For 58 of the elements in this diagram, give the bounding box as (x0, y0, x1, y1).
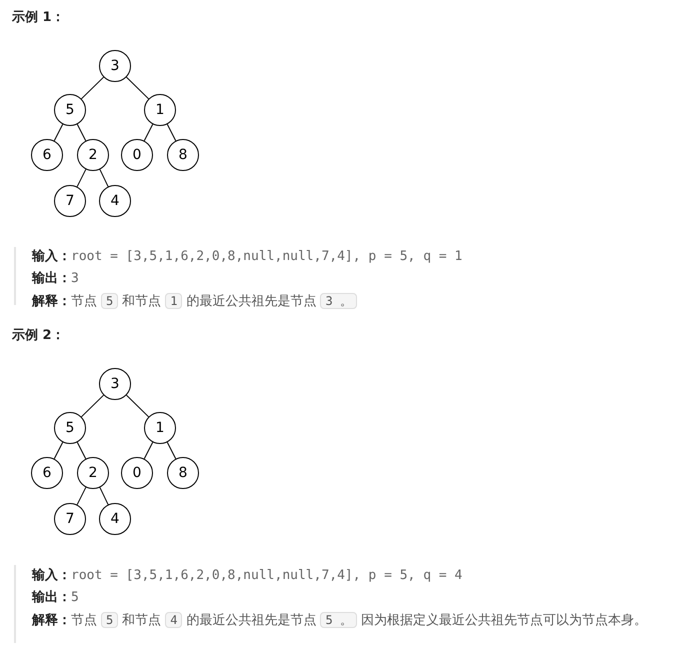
tree-node-circle: 4 (99, 185, 131, 217)
tree-edge (166, 442, 176, 460)
output-value: 5 (71, 590, 79, 605)
tree-node-circle: 6 (31, 139, 63, 171)
tree-edge (54, 124, 64, 142)
tree-edge (80, 394, 104, 418)
tree-edge (54, 442, 64, 460)
tree-node-circle: 8 (167, 139, 199, 171)
tree-node-circle: 3 (99, 50, 131, 82)
inline-code: 1 (165, 293, 182, 309)
explanation-text: 和节点 (122, 294, 162, 309)
field-label: 输出： (32, 590, 71, 605)
field-label: 解释： (32, 294, 71, 309)
tree-node-circle: 0 (121, 139, 153, 171)
tree-node-circle: 0 (121, 457, 153, 489)
tree-edge (76, 124, 86, 142)
explanation-text: 节点 (71, 613, 97, 628)
example-heading: 示例 2： (12, 328, 65, 343)
field-label: 输出： (32, 271, 71, 286)
inline-code: 5 。 (320, 612, 357, 628)
tree-edge (126, 394, 150, 418)
field-label: 输入： (32, 249, 71, 264)
tree-node-circle: 1 (144, 412, 176, 444)
tree-node-circle: 3 (99, 368, 131, 400)
field-label: 解释： (32, 613, 71, 628)
input-value: root = [3,5,1,6,2,0,8,null,null,7,4], p = 5, q = 4 (71, 568, 462, 583)
output-value: 3 (71, 271, 79, 286)
tree-node-circle: 8 (167, 457, 199, 489)
tree-edge (126, 76, 150, 100)
tree-node-circle: 7 (54, 503, 86, 535)
tree-edge (76, 442, 86, 460)
tree-node-circle: 5 (54, 94, 86, 126)
input-value: root = [3,5,1,6,2,0,8,null,null,7,4], p = 5, q = 1 (71, 249, 462, 264)
explanation-text: 的最近公共祖先是节点 (186, 294, 316, 309)
tree-node-circle: 7 (54, 185, 86, 217)
explanation-text: 因为根据定义最近公共祖先节点可以为节点本身。 (360, 613, 647, 628)
tree-node-circle: 5 (54, 412, 86, 444)
tree-node-circle: 2 (77, 139, 109, 171)
tree-edge (144, 442, 154, 460)
tree-edge (99, 168, 109, 188)
explanation-text: 的最近公共祖先是节点 (186, 613, 316, 628)
tree-node-circle: 4 (99, 503, 131, 535)
explanation-text: 和节点 (122, 613, 162, 628)
example-heading: 示例 1： (12, 10, 65, 25)
inline-code: 5 (101, 612, 118, 628)
tree-edge (99, 486, 109, 506)
tree-node-circle: 2 (77, 457, 109, 489)
inline-code: 3 。 (320, 293, 357, 309)
tree-node-circle: 1 (144, 94, 176, 126)
tree-edge (76, 168, 86, 188)
explanation-text: 节点 (71, 294, 97, 309)
inline-code: 4 (165, 612, 182, 628)
field-label: 输入： (32, 568, 71, 583)
tree-node-circle: 6 (31, 457, 63, 489)
inline-code: 5 (101, 293, 118, 309)
tree-edge (166, 124, 176, 142)
tree-edge (144, 124, 154, 142)
tree-edge (80, 76, 104, 100)
